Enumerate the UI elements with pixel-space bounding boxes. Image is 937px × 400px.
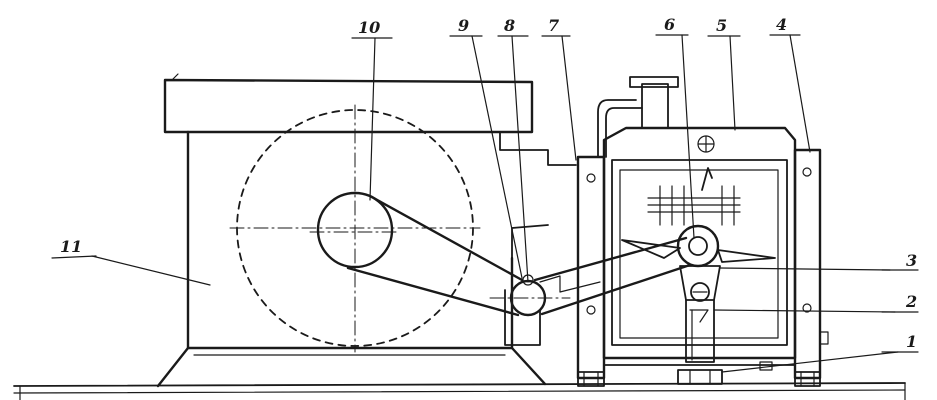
callout-7: 7 [548,16,559,35]
left-column [576,155,606,387]
rotor [621,224,776,268]
callout-1: 1 [906,332,917,351]
feed-pipe [597,76,679,158]
callout-labels: 10 9 8 7 6 5 4 3 2 1 11 [60,15,917,351]
callout-10: 10 [358,18,380,37]
flywheel [229,104,481,353]
callout-8: 8 [503,16,515,35]
base-mount [603,361,796,385]
hopper-casing [602,126,797,360]
callout-3: 3 [906,251,917,270]
motor-pulley [309,191,401,269]
rotor-support [679,265,721,363]
callout-5: 5 [716,16,727,35]
drive-belt [346,194,524,317]
callout-11: 11 [60,237,82,256]
callout-9: 9 [458,16,469,35]
right-column [793,148,829,387]
left-housing [156,73,577,388]
base-rail [13,382,906,400]
blade-grid [647,167,741,226]
callout-4: 4 [776,15,787,34]
callout-2: 2 [905,292,917,311]
leader-lines [51,34,919,373]
callout-6: 6 [664,15,675,34]
